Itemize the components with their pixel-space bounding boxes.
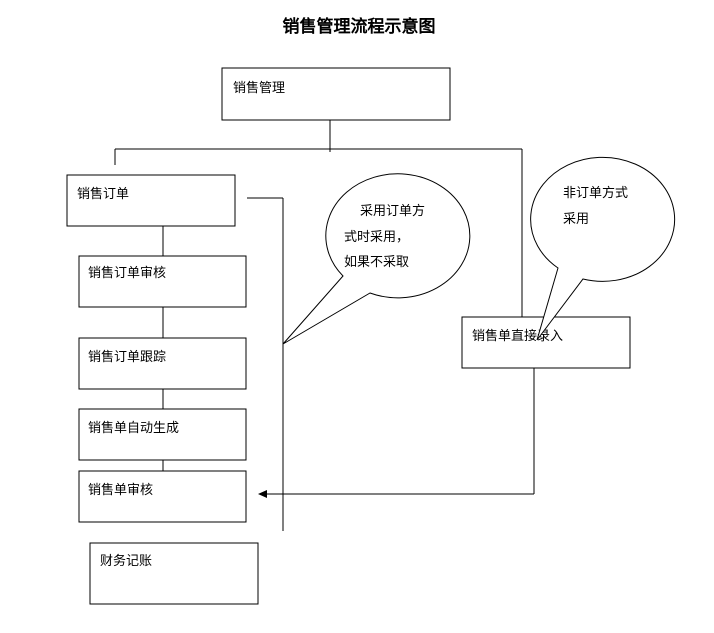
node-label: 销售订单 <box>77 186 129 202</box>
node-label: 销售管理 <box>233 80 285 96</box>
callout-non-order-mode: 非订单方式 采用 <box>530 156 676 341</box>
callout-line: 采用订单方 <box>360 203 425 219</box>
node-label: 销售单自动生成 <box>88 420 179 436</box>
connectors <box>114 120 535 531</box>
node-order-tracking: 销售订单跟踪 <box>78 337 247 390</box>
node-label: 销售单审核 <box>88 482 153 498</box>
node-label: 销售订单跟踪 <box>88 349 166 365</box>
callout-line: 如果不采取 <box>344 254 409 270</box>
node-label: 销售单直接录入 <box>472 328 563 344</box>
callout-order-mode: 采用订单方 式时采用， 如果不采取 <box>282 173 471 345</box>
callout-line: 采用 <box>563 212 589 227</box>
node-sales-order: 销售订单 <box>66 174 236 227</box>
node-label: 销售订单审核 <box>88 265 166 281</box>
arrowhead-icon <box>258 490 267 498</box>
callout-line: 式时采用， <box>344 230 409 245</box>
node-sales-slip-review: 销售单审核 <box>78 470 247 523</box>
node-finance-posting: 财务记账 <box>89 542 259 605</box>
node-label: 财务记账 <box>100 553 152 569</box>
node-sales-management: 销售管理 <box>221 67 451 121</box>
callout-line: 非订单方式 <box>563 185 628 201</box>
node-auto-generate: 销售单自动生成 <box>78 408 247 461</box>
callout-shape <box>282 173 471 345</box>
callout-shape <box>530 156 676 341</box>
node-order-review: 销售订单审核 <box>78 255 247 308</box>
diagram-title: 销售管理流程示意图 <box>283 16 436 37</box>
